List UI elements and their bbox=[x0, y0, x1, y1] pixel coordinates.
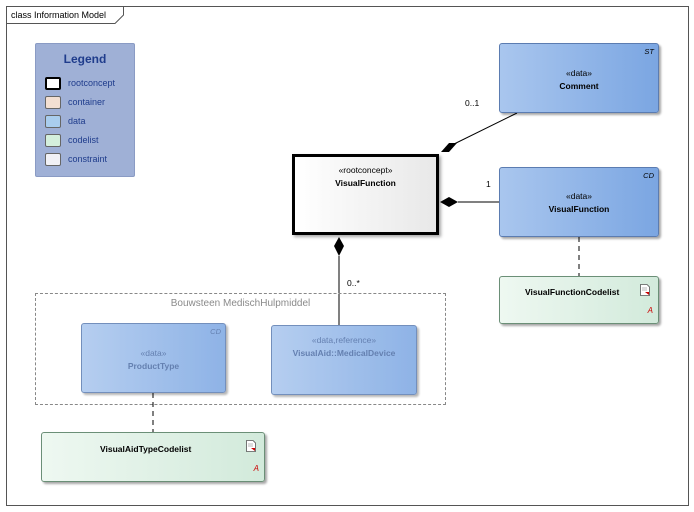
legend-item-data: data bbox=[45, 113, 86, 129]
legend-swatch bbox=[45, 114, 61, 128]
class-name: VisualAid::MedicalDevice bbox=[292, 348, 396, 358]
legend-swatch bbox=[45, 152, 61, 166]
multiplicity-comment: 0..1 bbox=[465, 98, 480, 108]
class-visualfunction-data[interactable]: CD «data» VisualFunction bbox=[499, 167, 659, 237]
class-producttype[interactable]: CD «data» ProductType bbox=[81, 323, 226, 393]
document-icon bbox=[640, 284, 650, 296]
legend-label: constraint bbox=[68, 154, 108, 164]
class-name: VisualFunction bbox=[335, 178, 396, 188]
medical-device-diamond bbox=[334, 237, 344, 256]
frame-title: class Information Model bbox=[11, 10, 107, 20]
comment-diamond bbox=[441, 143, 457, 152]
legend-swatch bbox=[45, 76, 61, 90]
legend: Legend rootconcept container data codeli… bbox=[35, 43, 135, 177]
diagram-frame bbox=[6, 6, 689, 506]
class-tag: CD bbox=[210, 327, 221, 336]
package-bouwsteen-medischhulpmiddel[interactable] bbox=[35, 293, 446, 405]
codelist-name: VisualAidTypeCodelist bbox=[100, 444, 192, 454]
abstract-mark: A bbox=[647, 306, 653, 315]
class-stereotype: «rootconcept» bbox=[338, 165, 393, 175]
legend-label: rootconcept bbox=[68, 78, 116, 88]
legend-label: container bbox=[68, 97, 106, 107]
legend-label: codelist bbox=[68, 135, 99, 145]
legend-label: data bbox=[68, 116, 86, 126]
class-name: VisualFunction bbox=[548, 204, 610, 214]
multiplicity-medicaldevice: 0..* bbox=[347, 278, 360, 288]
legend-item-container: container bbox=[45, 94, 105, 110]
codelist-name: VisualFunctionCodelist bbox=[525, 287, 620, 297]
legend-swatch bbox=[45, 95, 61, 109]
class-stereotype: «data» bbox=[566, 68, 592, 78]
vf-data-diamond bbox=[440, 197, 458, 207]
class-medicaldevice[interactable]: «data,reference» VisualAid::MedicalDevic… bbox=[271, 325, 417, 395]
package-title: Bouwsteen MedischHulpmiddel bbox=[170, 298, 311, 309]
class-tag: CD bbox=[643, 171, 654, 180]
class-rootconcept-visualfunction[interactable]: «rootconcept» VisualFunction bbox=[292, 154, 439, 235]
class-comment[interactable]: ST «data» Comment bbox=[499, 43, 659, 113]
legend-item-codelist: codelist bbox=[45, 132, 99, 148]
class-name: Comment bbox=[559, 81, 599, 91]
legend-item-rootconcept: rootconcept bbox=[45, 75, 115, 91]
frame-tab bbox=[6, 6, 124, 24]
codelist-visualfunction[interactable]: VisualFunctionCodelist A bbox=[499, 276, 659, 324]
class-name: ProductType bbox=[127, 361, 180, 371]
class-stereotype: «data,reference» bbox=[311, 335, 377, 345]
document-icon bbox=[246, 440, 256, 452]
multiplicity-visualfunction: 1 bbox=[486, 179, 491, 189]
comment-association bbox=[449, 112, 518, 147]
legend-swatch bbox=[45, 133, 61, 147]
class-tag: ST bbox=[644, 47, 654, 56]
class-stereotype: «data» bbox=[566, 191, 592, 201]
codelist-visualaidtype[interactable]: VisualAidTypeCodelist A bbox=[41, 432, 265, 482]
abstract-mark: A bbox=[253, 464, 259, 473]
class-stereotype: «data» bbox=[140, 348, 167, 358]
legend-title: Legend bbox=[63, 52, 107, 66]
legend-item-constraint: constraint bbox=[45, 151, 107, 167]
